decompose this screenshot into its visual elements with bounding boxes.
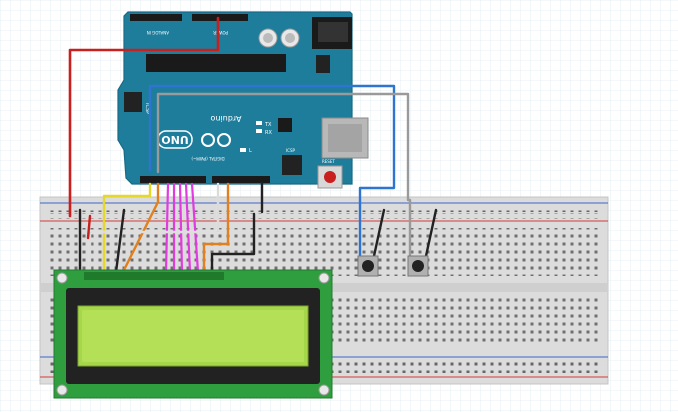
- lcd-16x2: [53, 269, 333, 399]
- arduino-uno-board: ANALOG IN POWER ICSP UNO Arduino TX RX: [117, 11, 369, 189]
- wire-button2-gnd: [424, 208, 438, 258]
- led-l: [240, 148, 246, 152]
- wire-magenta-1: [164, 182, 170, 274]
- tx-label: TX: [264, 122, 272, 128]
- header-power-label: POWER: [213, 30, 228, 35]
- l-label: L: [249, 148, 252, 154]
- lcd-screen-inner: [82, 310, 304, 362]
- wire-blue: [148, 84, 396, 258]
- lcd-mount-hole-tr: [318, 272, 330, 284]
- wire-magenta-3: [178, 182, 184, 274]
- capacitor-1-top: [263, 33, 273, 43]
- wire-yellow: [102, 182, 152, 274]
- rail-top-holes-a: [48, 206, 598, 212]
- digital-label: DIGITAL (PWM~): [191, 156, 225, 161]
- header-digital-low: [140, 176, 206, 183]
- wire-magenta-4: [184, 182, 192, 274]
- wire-gnd-right: [210, 212, 256, 274]
- usb-connector-inner: [328, 124, 362, 152]
- pushbutton-1: [357, 255, 379, 277]
- lcd-mount-hole-br: [318, 384, 330, 396]
- dc-jack-inner: [318, 22, 348, 42]
- icsp-header-right: [282, 155, 302, 175]
- header-power: [192, 14, 248, 21]
- icsp-label-left: ICSP: [144, 103, 150, 114]
- wire-orange-left: [122, 182, 160, 272]
- header-analog: [130, 14, 182, 21]
- wire-white-outline: [89, 183, 219, 273]
- pushbutton-2-cap: [412, 260, 424, 272]
- rx-label: RX: [265, 130, 272, 136]
- capacitor-2-top: [285, 33, 295, 43]
- lcd-mount-hole-bl: [56, 384, 68, 396]
- brand-text: Arduino: [210, 114, 241, 123]
- atmega-chip: [146, 54, 286, 72]
- uno-text: UNO: [161, 133, 189, 146]
- led-rx: [256, 129, 262, 133]
- pushbutton-1-cap: [362, 260, 374, 272]
- usb-chip: [278, 118, 292, 132]
- wires: [68, 16, 438, 274]
- wire-magenta-5: [190, 182, 200, 274]
- infinity-right: [217, 133, 231, 147]
- infinity-left: [201, 133, 215, 147]
- header-analog-label: ANALOG IN: [147, 30, 169, 35]
- wire-gray: [156, 92, 412, 258]
- wire-gnd-left-2: [86, 214, 92, 240]
- lcd-mount-hole-tl: [56, 272, 68, 284]
- reset-button-cap: [324, 171, 336, 183]
- pushbutton-2: [407, 255, 429, 277]
- rail-top-holes-b: [48, 213, 598, 219]
- voltage-regulator: [316, 55, 330, 73]
- wire-5v-red: [68, 16, 220, 218]
- led-tx: [256, 121, 262, 125]
- wire-button1-gnd: [372, 208, 386, 258]
- icsp-label-right: ICSP: [286, 148, 296, 153]
- lcd-pin-header: [84, 272, 224, 280]
- reset-label: RESET: [322, 159, 335, 164]
- wire-gnd-left-3: [114, 208, 126, 274]
- terminal-strip-top: [48, 228, 598, 276]
- icsp-header-left: [124, 92, 142, 112]
- header-digital-high: [212, 176, 270, 183]
- wire-orange-right: [202, 182, 230, 274]
- uno-logo: UNO Arduino: [157, 114, 241, 149]
